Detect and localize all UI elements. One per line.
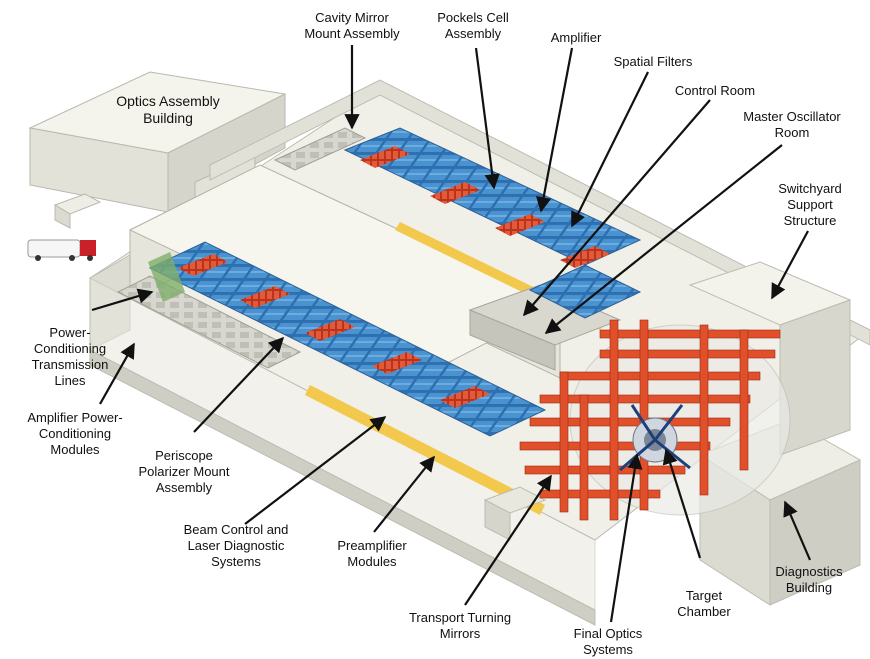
arrow-switchyard bbox=[771, 230, 809, 300]
label-diagnostics: Diagnostics Building bbox=[775, 564, 843, 595]
arrow-amp-power-modules bbox=[99, 342, 135, 405]
label-amp-power-modules: Amplifier Power- Conditioning Modules bbox=[27, 410, 123, 457]
arrow-final-optics bbox=[609, 453, 643, 623]
arrow-control-room bbox=[522, 99, 711, 317]
annotation-arrows bbox=[91, 45, 812, 623]
label-periscope: Periscope Polarizer Mount Assembly bbox=[138, 448, 230, 495]
label-master-oscillator: Master Oscillator Room bbox=[743, 109, 841, 140]
label-beam-control: Beam Control and Laser Diagnostic System… bbox=[183, 522, 289, 569]
lower-bay-amplifiers bbox=[116, 241, 547, 437]
label-target-chamber: Target Chamber bbox=[677, 588, 731, 619]
arrow-master-oscillator bbox=[544, 144, 783, 334]
arrow-spatial-filters bbox=[571, 71, 649, 228]
label-transport-mirrors: Transport Turning Mirrors bbox=[408, 610, 512, 641]
arrow-power-conditioning bbox=[91, 288, 154, 312]
label-preamplifier: Preamplifier Modules bbox=[337, 538, 407, 569]
upper-bay-amplifiers bbox=[273, 127, 642, 319]
label-switchyard: Switchyard Support Structure bbox=[778, 181, 842, 228]
label-pockels-cell: Pockels Cell Assembly bbox=[437, 10, 509, 41]
label-cavity-mirror: Cavity Mirror Mount Assembly bbox=[304, 10, 400, 41]
label-final-optics: Final Optics Systems bbox=[573, 626, 643, 657]
arrow-preamplifier bbox=[373, 455, 435, 533]
arrow-transport-mirrors bbox=[464, 474, 552, 606]
arrow-target-chamber bbox=[662, 448, 702, 559]
truck bbox=[27, 239, 96, 261]
switchyard-transport bbox=[519, 319, 791, 521]
label-optics-assembly: Optics Assembly Building bbox=[116, 93, 220, 126]
arrow-pockels-cell bbox=[474, 47, 500, 190]
label-control-room: Control Room bbox=[674, 83, 756, 98]
arrow-diagnostics bbox=[783, 500, 812, 561]
arrow-periscope bbox=[193, 336, 285, 433]
optics-assembly-building bbox=[28, 71, 287, 229]
label-spatial-filters: Spatial Filters bbox=[613, 54, 693, 69]
arrow-beam-control bbox=[244, 416, 387, 525]
arrow-amplifier bbox=[536, 47, 574, 213]
label-power-conditioning: Power- Conditioning Transmission Lines bbox=[31, 325, 109, 388]
label-amplifier: Amplifier bbox=[550, 30, 602, 45]
